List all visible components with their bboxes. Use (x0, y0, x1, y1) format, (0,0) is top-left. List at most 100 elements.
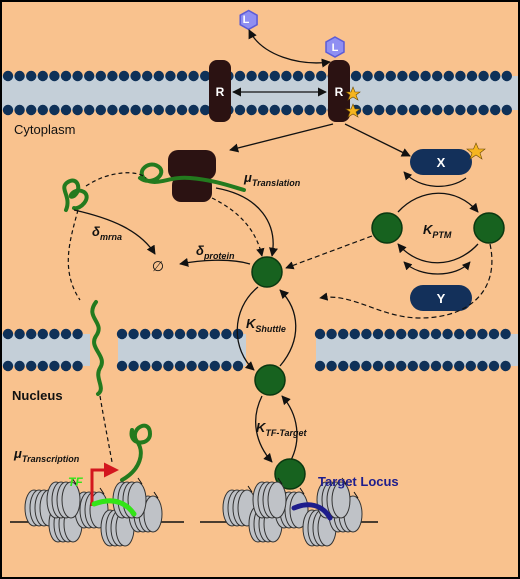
membrane-lipid-bead (442, 328, 453, 340)
protein-decay-rate: δprotein (196, 243, 235, 261)
protein-decay-arrow (179, 257, 251, 267)
membrane-lipid-bead (466, 104, 478, 116)
membrane-lipid-bead (501, 104, 512, 116)
membrane-lipid-bead (281, 104, 292, 116)
membrane-lipid-bead (221, 360, 232, 372)
nuclear-membrane-beads (2, 328, 511, 372)
membrane-lipid-bead (14, 70, 25, 82)
phospho-star-icon (345, 86, 361, 101)
membrane-lipid-bead (269, 104, 280, 116)
membrane-lipid-bead (163, 328, 174, 340)
membrane-lipid-bead (128, 360, 139, 372)
membrane-lipid-bead (221, 328, 232, 340)
membrane-lipid-bead (246, 104, 257, 116)
nucleosome-arrays (24, 477, 363, 547)
nuclear-export-arrow (279, 289, 297, 367)
membrane-lipid-bead (209, 360, 220, 372)
target-binding-site (291, 502, 333, 521)
membrane-lipid-bead (500, 328, 511, 340)
membrane-lipid-bead (232, 360, 244, 372)
translation-rate: μTranslation (243, 170, 301, 188)
membrane-lipid-bead (258, 70, 269, 82)
membrane-lipid-bead (430, 328, 442, 340)
receptor-left: R (209, 60, 231, 122)
modifier-y-label: Y (437, 291, 446, 306)
modifier-y: Y (410, 285, 472, 311)
membrane-lipid-bead (350, 70, 362, 82)
membrane-lipid-bead (407, 360, 418, 372)
membrane-lipid-bead (454, 328, 465, 340)
membrane-lipid-bead (455, 104, 466, 116)
y-activation-arrow (403, 261, 471, 275)
membrane-lipid-bead (26, 70, 37, 82)
membrane-lipid-bead (60, 104, 72, 116)
membrane-lipid-bead (153, 70, 164, 82)
shuttle-rate: KShuttle (246, 316, 286, 334)
x-activation-arrow (403, 171, 467, 187)
membrane-lipid-bead (500, 360, 511, 372)
membrane-lipid-bead (72, 328, 83, 340)
membrane-lipid-bead (408, 104, 420, 116)
membrane-lipid-bead (153, 104, 164, 116)
nuclear-membrane-left (2, 334, 90, 366)
membrane-lipid-bead (84, 104, 95, 116)
mrna-export-path (67, 209, 81, 301)
nucleus-label: Nucleus (12, 388, 63, 403)
membrane-lipid-bead (116, 360, 128, 372)
membrane-lipid-bead (478, 104, 489, 116)
membrane-lipid-bead (118, 70, 130, 82)
receptor-to-translation-arrow (229, 123, 334, 153)
membrane-lipid-bead (2, 360, 14, 372)
mrna-to-ribosome-path (85, 172, 147, 187)
membrane-lipid-bead (316, 104, 327, 116)
membrane-lipid-bead (84, 70, 95, 82)
membrane-lipid-bead (396, 360, 407, 372)
membrane-lipid-bead (37, 328, 48, 340)
membrane-lipid-bead (372, 360, 384, 372)
ptm-forward-arrow (397, 192, 479, 213)
tf-target-rate: KTF-Target (256, 420, 308, 438)
receptor-left-label: R (216, 85, 225, 99)
membrane-lipid-bead (142, 104, 153, 116)
translation-dashed-arrow (211, 197, 265, 257)
membrane-lipid-bead (26, 328, 37, 340)
mrna-strand-nuclear-pore (90, 300, 104, 396)
membrane-lipid-bead (188, 104, 199, 116)
receptor-right: R (328, 60, 350, 122)
membrane-lipid-bead (116, 328, 128, 340)
membrane-lipid-bead (151, 328, 162, 340)
membrane-lipid-bead (234, 104, 246, 116)
membrane-lipid-bead (2, 104, 14, 116)
membrane-lipid-bead (49, 328, 60, 340)
empty-set-symbol: ∅ (152, 258, 164, 274)
membrane-lipid-bead (107, 70, 118, 82)
membrane-lipid-bead (465, 328, 476, 340)
membrane-lipid-bead (174, 360, 186, 372)
membrane-lipid-bead (419, 360, 430, 372)
membrane-lipid-bead (430, 360, 442, 372)
membrane-lipid-bead (72, 104, 83, 116)
membrane-lipid-bead (37, 104, 48, 116)
membrane-lipid-bead (140, 328, 151, 340)
membrane-lipid-bead (186, 360, 197, 372)
ribosome (168, 150, 216, 202)
membrane-lipid-bead (130, 70, 141, 82)
membrane-lipid-bead (118, 104, 130, 116)
membrane-lipid-bead (314, 360, 326, 372)
plasma-membrane (2, 76, 518, 110)
phospho-star-icon (345, 103, 361, 118)
mrna-strand-translating (138, 162, 246, 192)
membrane-lipid-bead (432, 70, 443, 82)
membrane-lipid-bead (372, 328, 384, 340)
membrane-lipid-bead (488, 328, 500, 340)
membrane-lipid-bead (165, 70, 176, 82)
membrane-lipid-bead (200, 70, 211, 82)
receptor-to-x-arrow (344, 123, 411, 157)
membrane-lipid-bead (304, 104, 315, 116)
receptor-right-label: R (335, 85, 344, 99)
mrna-strand-cytoplasm (62, 178, 89, 212)
membrane-lipid-bead (258, 104, 269, 116)
target-binding-arrow (255, 395, 273, 463)
membrane-lipid-bead (443, 104, 454, 116)
membrane-lipid-bead (316, 70, 327, 82)
